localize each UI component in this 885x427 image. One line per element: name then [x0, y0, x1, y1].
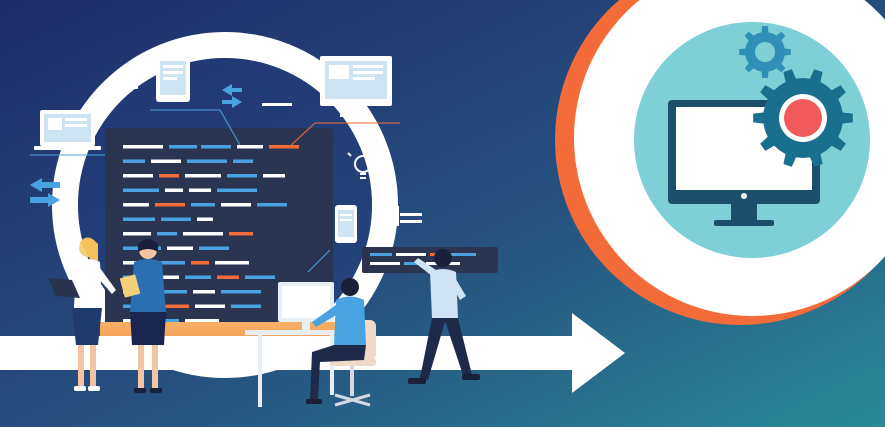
code-line-segment — [237, 145, 263, 149]
code-line-segment — [187, 159, 227, 163]
code-line-segment — [191, 261, 209, 265]
code-line-segment — [227, 174, 257, 178]
smartphone-icon — [335, 205, 357, 243]
code-line-segment — [217, 275, 239, 279]
connector-line — [307, 249, 331, 273]
code-line-segment — [221, 203, 251, 207]
code-line-segment — [155, 203, 185, 207]
code-line-segment — [185, 319, 219, 323]
code-line-segment — [163, 304, 189, 308]
code-line-segment — [185, 275, 211, 279]
connector-line — [219, 109, 241, 146]
code-line-segment — [151, 159, 181, 163]
code-line-segment — [165, 188, 183, 192]
code-line-segment — [123, 159, 145, 163]
code-line-segment — [153, 261, 185, 265]
code-line-segment — [217, 188, 257, 192]
code-line-segment — [193, 290, 215, 294]
code-line-segment — [123, 174, 153, 178]
code-line-segment — [123, 188, 159, 192]
code-line-segment — [169, 145, 197, 149]
decor-lines — [120, 86, 422, 226]
code-line-segment — [151, 290, 187, 294]
connector-line — [287, 122, 316, 149]
code-line-segment — [183, 232, 223, 236]
gear-icon — [753, 69, 853, 167]
code-line-segment — [231, 304, 261, 308]
code-line-segment — [199, 246, 229, 250]
code-line-segment — [195, 304, 225, 308]
code-line-segment — [157, 232, 177, 236]
code-line-segment — [161, 217, 191, 221]
code-line-segment — [221, 290, 261, 294]
code-line-segment — [263, 174, 285, 178]
code-line-segment — [197, 217, 213, 221]
code-line-segment — [159, 275, 179, 279]
code-line-segment — [201, 145, 231, 149]
code-line-segment — [257, 203, 287, 207]
tablet-icon — [156, 56, 190, 102]
man-pointing — [408, 249, 480, 384]
desktop-monitor-icon — [320, 56, 392, 117]
code-line-segment — [123, 145, 163, 149]
code-line-segment — [123, 203, 149, 207]
code-line-segment — [215, 261, 249, 265]
code-line-segment — [157, 319, 179, 323]
lightbulb-icon — [347, 146, 379, 179]
code-line-segment — [189, 188, 211, 192]
woman-with-tablet — [119, 239, 166, 393]
code-line-segment — [229, 232, 253, 236]
code-line-segment — [159, 174, 179, 178]
code-line-segment — [123, 217, 155, 221]
code-line-segment — [123, 232, 151, 236]
code-line-segment — [185, 174, 221, 178]
woman-with-laptop — [48, 237, 116, 391]
swap-arrows-icon — [222, 84, 242, 108]
code-line-segment — [167, 246, 193, 250]
swap-arrows-icon — [30, 178, 60, 207]
code-line-segment — [233, 159, 253, 163]
code-line-segment — [245, 275, 275, 279]
laptop-icon — [34, 110, 101, 150]
code-line-segment — [269, 145, 299, 149]
man-at-desk — [306, 278, 366, 404]
small-gear-icon — [739, 26, 791, 78]
code-line-segment — [191, 203, 215, 207]
